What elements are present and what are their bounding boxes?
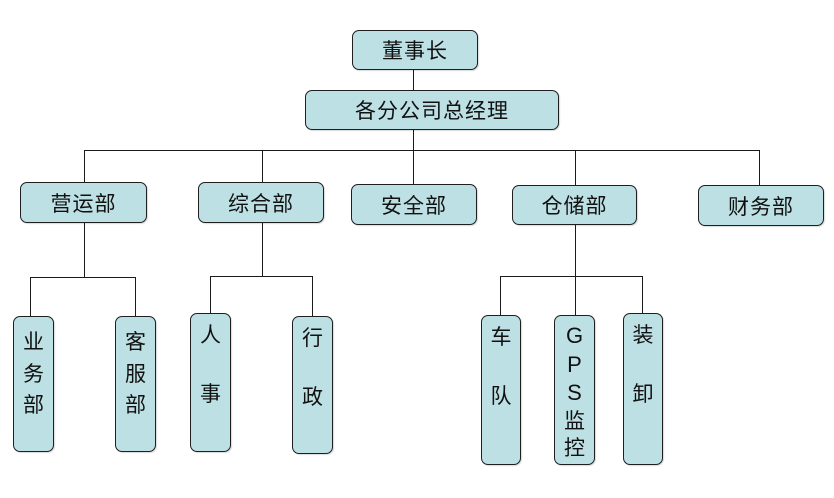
- node-label: 财务部: [728, 194, 794, 219]
- connector-cangchu-bus: [500, 276, 643, 277]
- node-char: 行: [302, 326, 323, 350]
- node-general-manager[interactable]: 各分公司总经理: [305, 90, 559, 130]
- node-sub-gps-monitoring[interactable]: G P S 监 控: [554, 315, 595, 465]
- node-char: G: [565, 323, 584, 348]
- node-char: 装: [632, 323, 654, 347]
- connector-bus-cangchu: [575, 150, 576, 185]
- node-char: 政: [302, 384, 323, 409]
- node-label: 综合部: [228, 191, 294, 216]
- node-char: 务: [23, 361, 44, 386]
- node-sub-loading[interactable]: 装 卸: [623, 313, 663, 465]
- connector-gm-bus: [413, 129, 414, 184]
- node-label: 各分公司总经理: [355, 99, 509, 123]
- node-char: 控: [564, 436, 585, 461]
- node-sub-business[interactable]: 业 务 部: [13, 316, 54, 452]
- node-dept-general-affairs[interactable]: 综合部: [198, 182, 324, 223]
- node-char: 事: [200, 381, 221, 406]
- node-label: 安全部: [381, 193, 447, 218]
- node-char: 部: [125, 393, 146, 417]
- connector-zonghe-down: [262, 222, 263, 276]
- node-char: 卸: [632, 381, 654, 406]
- node-sub-fleet[interactable]: 车 队: [481, 315, 521, 465]
- node-char: 部: [23, 393, 44, 417]
- node-sub-customer-service[interactable]: 客 服 部: [115, 316, 156, 452]
- connector-zonghe-xingzheng: [312, 276, 313, 316]
- node-dept-finance[interactable]: 财务部: [698, 185, 824, 226]
- node-dept-operations[interactable]: 营运部: [20, 182, 147, 223]
- node-dept-warehouse[interactable]: 仓储部: [512, 185, 637, 225]
- connector-yunying-down: [84, 222, 85, 277]
- node-label: 仓储部: [541, 194, 608, 218]
- connector-zonghe-bus: [210, 276, 313, 277]
- node-char: S: [567, 380, 582, 406]
- connector-yunying-yewu: [30, 277, 31, 316]
- connector-bus-yunying: [84, 150, 85, 182]
- node-label: 营运部: [50, 191, 117, 216]
- node-sub-administration[interactable]: 行 政: [292, 316, 333, 454]
- node-char: P: [567, 351, 582, 377]
- node-char: 人: [200, 323, 221, 347]
- connector-yunying-kefu: [135, 277, 136, 316]
- node-char: 车: [490, 325, 512, 349]
- node-dept-safety[interactable]: 安全部: [351, 184, 477, 225]
- node-char: 监: [564, 408, 585, 433]
- node-char: 客: [125, 330, 146, 354]
- connector-cangchu-zhuangxie: [642, 276, 643, 313]
- node-char: 业: [23, 330, 44, 354]
- node-sub-hr[interactable]: 人 事: [190, 313, 231, 452]
- connector-root-gm: [413, 69, 414, 90]
- connector-bus-zonghe: [262, 150, 263, 182]
- connector-cangchu-gps: [575, 276, 576, 315]
- connector-cangchu-down: [575, 224, 576, 276]
- node-chairman[interactable]: 董事长: [352, 30, 478, 70]
- node-char: 服: [125, 361, 146, 386]
- connector-zonghe-renshi: [210, 276, 211, 313]
- connector-cangchu-chedui: [500, 276, 501, 315]
- connector-dept-bus: [84, 150, 760, 151]
- node-char: 队: [490, 383, 512, 408]
- connector-bus-caiwu: [759, 150, 760, 185]
- connector-yunying-bus: [30, 277, 136, 278]
- node-label: 董事长: [382, 39, 448, 63]
